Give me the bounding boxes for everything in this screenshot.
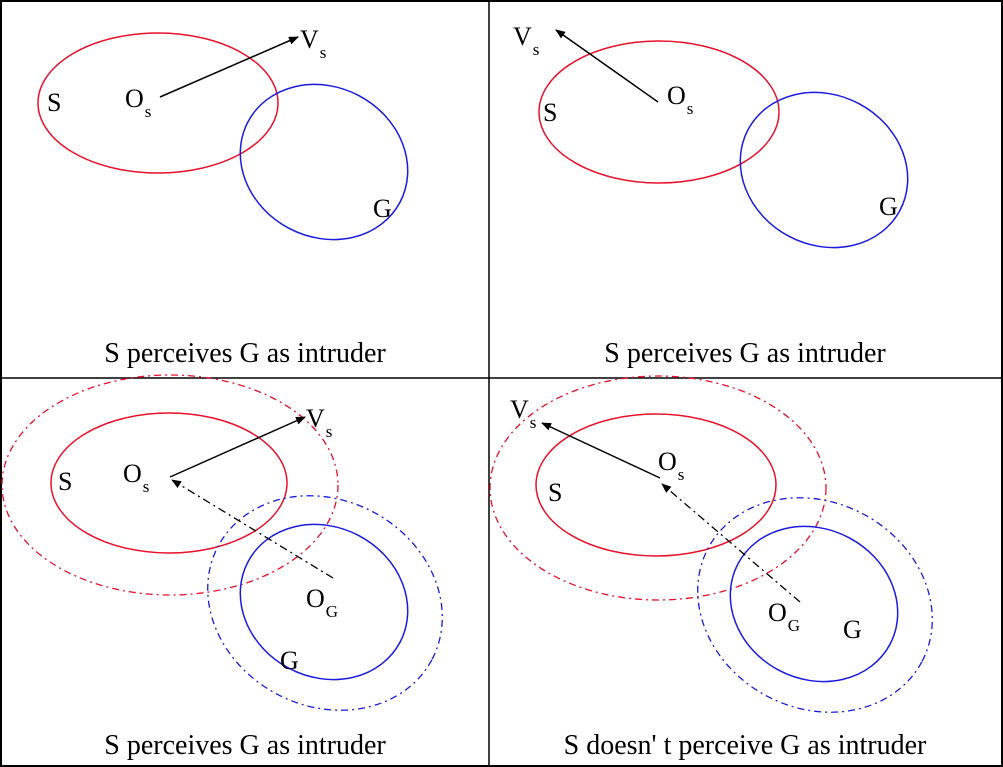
origin-s-label: Os xyxy=(123,459,149,496)
g-label: G xyxy=(879,192,898,221)
g-region-ellipse xyxy=(729,525,899,683)
panel-caption: S perceives G as intruder xyxy=(604,338,886,369)
velocity-label: Vs xyxy=(306,404,332,441)
g-label: G xyxy=(843,615,862,644)
panel-caption: S perceives G as intruder xyxy=(104,730,386,761)
s-region-ellipse xyxy=(535,413,777,557)
relative-position-arrow xyxy=(661,483,801,603)
panel-2: S Os Vs G S perceives G as intruder xyxy=(513,22,909,369)
origin-g-label: OG xyxy=(768,598,800,635)
relative-position-arrow xyxy=(171,479,334,579)
velocity-arrow xyxy=(555,29,659,103)
s-perception-ellipse xyxy=(489,375,827,601)
g-perception-ellipse xyxy=(697,497,933,713)
s-label: S xyxy=(47,88,61,117)
s-perception-ellipse xyxy=(1,374,339,596)
panel-3: S Os Vs OG G S perceives G as intruder xyxy=(1,374,443,761)
origin-g-label: OG xyxy=(306,584,338,621)
panel-4: S Os Vs OG G S doesn' t perceive G as in… xyxy=(489,375,933,761)
velocity-arrow xyxy=(169,416,306,478)
g-region-ellipse xyxy=(239,523,409,681)
s-label: S xyxy=(543,98,557,127)
s-region-ellipse xyxy=(50,412,288,554)
velocity-label: Vs xyxy=(513,22,539,59)
g-label: G xyxy=(280,646,299,675)
g-label: G xyxy=(373,194,392,223)
g-region-ellipse xyxy=(739,91,909,249)
s-label: S xyxy=(58,467,72,496)
velocity-arrow xyxy=(159,36,299,98)
origin-label: Os xyxy=(125,84,151,121)
s-region-ellipse xyxy=(37,32,279,174)
origin-label: Os xyxy=(667,81,693,118)
s-label: S xyxy=(548,478,562,507)
origin-s-label: Os xyxy=(658,447,684,484)
panel-caption: S doesn' t perceive G as intruder xyxy=(564,730,927,761)
velocity-arrow xyxy=(541,422,661,479)
g-region-ellipse xyxy=(239,83,409,241)
velocity-label: Vs xyxy=(300,25,326,62)
panel-caption: S perceives G as intruder xyxy=(104,338,386,369)
velocity-label: Vs xyxy=(510,395,536,432)
s-region-ellipse xyxy=(538,40,780,184)
panel-1: S Os Vs G S perceives G as intruder xyxy=(37,25,409,369)
